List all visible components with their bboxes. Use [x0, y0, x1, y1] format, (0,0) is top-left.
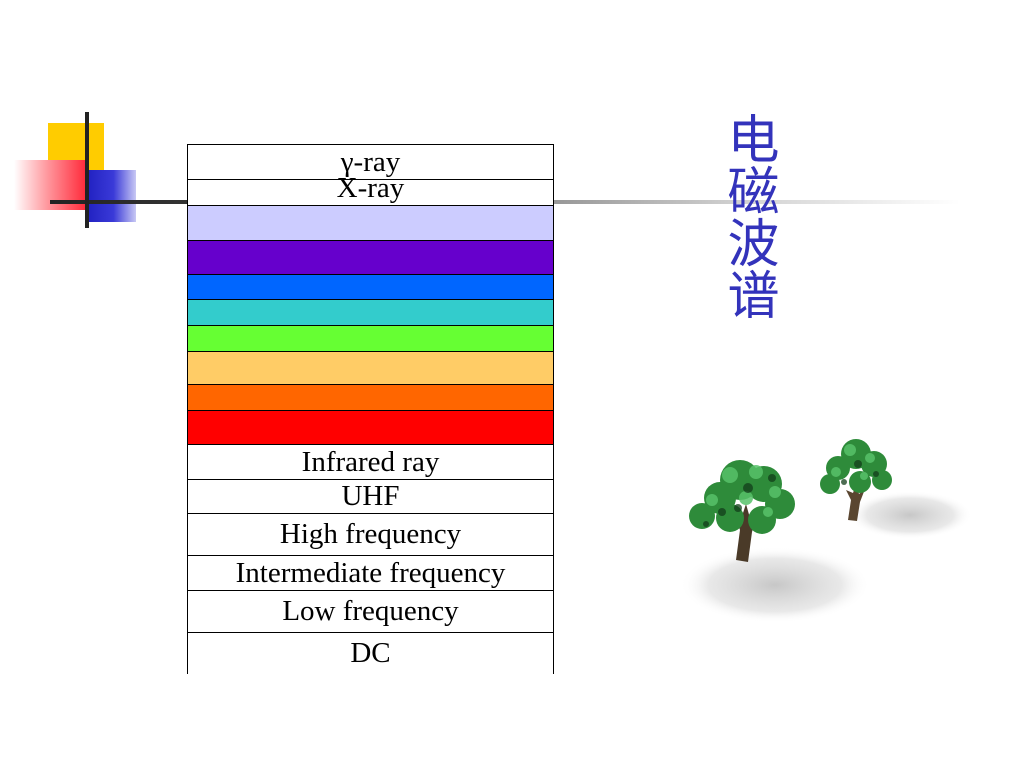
band-infrared: Infrared ray: [188, 444, 553, 479]
band-violet: [188, 240, 553, 274]
band-label: Low frequency: [282, 597, 458, 626]
band-cyan: [188, 299, 553, 325]
band-label: X-ray: [337, 174, 405, 203]
band-red: [188, 410, 553, 444]
band-label: DC: [350, 639, 390, 668]
band-ultraviolet: [188, 205, 553, 240]
band-high-frequency: High frequency: [188, 513, 553, 555]
band-blue: [188, 274, 553, 299]
slide-title: 电磁波谱: [716, 112, 778, 320]
band-label: Intermediate frequency: [236, 559, 506, 588]
band-green: [188, 325, 553, 351]
band-intermediate-frequency: Intermediate frequency: [188, 555, 553, 590]
band-label: UHF: [341, 482, 399, 511]
band-yellow: [188, 351, 553, 384]
decoration-vertical-line: [85, 112, 89, 228]
band-orange: [188, 384, 553, 410]
band-uhf: UHF: [188, 479, 553, 513]
decoration-blue-square: [86, 170, 136, 222]
trees-illustration-icon: [660, 420, 980, 630]
band-label: High frequency: [280, 520, 461, 549]
band-label: Infrared ray: [302, 448, 440, 477]
band-low-frequency: Low frequency: [188, 590, 553, 632]
band-x-ray: X-ray: [188, 179, 553, 205]
spectrum-table: γ-ray X-ray Infrared ray UHF High freque…: [187, 144, 554, 674]
band-dc: DC: [188, 632, 553, 674]
